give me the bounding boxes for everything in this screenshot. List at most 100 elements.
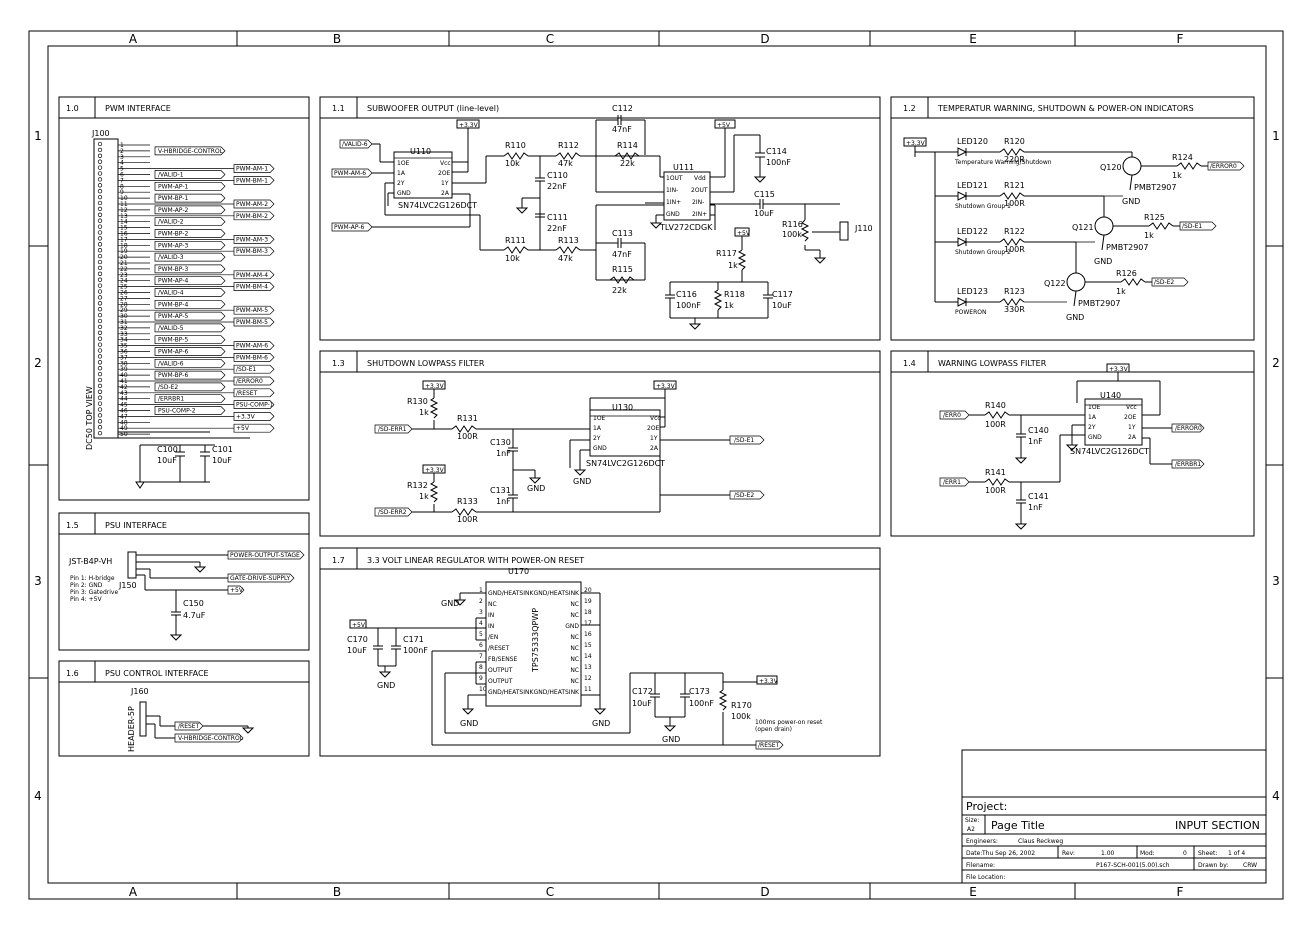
reg-pin-num: 10: [479, 686, 487, 693]
svg-text:2OE: 2OE: [438, 170, 451, 177]
reg-pin-num: 9: [479, 675, 483, 682]
pin-dot: [97, 277, 103, 282]
reg-pin-left: /RESET: [488, 645, 510, 652]
svg-text:Vcc: Vcc: [440, 160, 451, 167]
net-label-left: PWM-AP-6: [158, 349, 189, 356]
u140-part: SN74LVC2G126DCT: [1070, 447, 1149, 456]
net-sd-e1: /SD-E1: [734, 437, 754, 444]
net-sd-err1: /SD-ERR1: [378, 426, 407, 433]
filename: P167-SCH-001(5.00).sch: [1096, 862, 1170, 869]
c171-val: 100nF: [403, 646, 428, 655]
pin-number: 31: [120, 319, 128, 326]
c141-val: 1nF: [1028, 503, 1043, 512]
reg-pin-left: GND/HEATSINK: [488, 590, 534, 597]
pin-number: 7: [120, 177, 124, 184]
pin-number: 3: [120, 154, 124, 161]
zone-col-d: D: [760, 32, 769, 46]
pin-dot: [97, 413, 103, 418]
zone-row-4-right: 4: [1272, 789, 1280, 803]
net-label-left: PWM-BP-3: [158, 266, 188, 273]
r170-ref: R170: [731, 701, 752, 710]
c131-val: 1nF: [496, 497, 511, 506]
section-title: WARNING LOWPASS FILTER: [938, 359, 1047, 368]
net-label-left: PWM-BP-6: [158, 372, 188, 379]
pin-dot: [97, 194, 103, 200]
pin-dot: [97, 177, 103, 182]
pin-dot: [97, 183, 103, 188]
pin-dot: [97, 224, 103, 229]
led-note: POWERON: [955, 309, 986, 316]
svg-text:2OE: 2OE: [647, 425, 660, 432]
section-title: PWM INTERFACE: [105, 104, 171, 113]
reg-pin-num: 12: [584, 675, 592, 682]
reg-pin-num: 15: [584, 642, 592, 649]
svg-text:1Y: 1Y: [650, 435, 658, 442]
resistor-ref: R123: [1004, 287, 1025, 296]
r115-val: 22k: [612, 286, 627, 295]
pin-dot: [97, 301, 103, 306]
net-gate-drive-supply: GATE-DRIVE-SUPPLY: [230, 575, 291, 582]
reg-pin-right: GND/HEATSINK: [534, 590, 580, 597]
pin-number: 32: [120, 325, 128, 332]
u110-ref: U110: [410, 147, 431, 156]
pin-number: 5: [120, 166, 124, 173]
pin-dot: [97, 354, 103, 359]
reg-pin-num: 17: [584, 620, 592, 627]
pin-number: 27: [120, 295, 128, 302]
r114-val: 22k: [620, 159, 635, 168]
pin-number: 46: [120, 408, 128, 415]
reg-pin-left: IN: [488, 623, 494, 630]
u130-part: SN74LVC2G126DCT: [586, 459, 665, 468]
section-name: INPUT SECTION: [1175, 819, 1260, 832]
pin-number: 47: [120, 413, 128, 420]
c111-ref: C111: [547, 213, 568, 222]
resistor-ref: R126: [1116, 269, 1137, 278]
pin-number: 6: [120, 172, 124, 179]
pin-number: 37: [120, 354, 128, 361]
net-label-right: PWM-AM-2: [236, 201, 268, 208]
svg-text:2A: 2A: [650, 445, 659, 452]
pin-dot: [97, 383, 103, 389]
pin-number: 50: [120, 431, 128, 438]
reg-pin-left: FB/SENSE: [488, 656, 517, 663]
svg-text:GND: GND: [662, 735, 680, 744]
pin-number: 13: [120, 213, 128, 220]
r140-ref: R140: [985, 401, 1006, 410]
pin-dot: [97, 153, 103, 158]
svg-text:2IN-: 2IN-: [692, 199, 704, 206]
net-label-left: PWM-BP-2: [158, 231, 188, 238]
reset-note: 100ms power-on reset: [755, 719, 823, 726]
pin-dot: [97, 348, 103, 353]
connector-pins: 1234567891011121314151617181920212223242…: [97, 141, 150, 438]
cap-c100-ref: C100: [157, 445, 178, 454]
svg-text:+3.3V: +3.3V: [425, 383, 445, 390]
svg-text:Mod:: Mod:: [1140, 850, 1155, 857]
net-pwm-am-6: PWM-AM-6: [334, 170, 366, 177]
pin-number: 19: [120, 248, 128, 255]
pin-dot: [97, 212, 103, 217]
pin-number: 12: [120, 207, 128, 214]
pin-number: 28: [120, 301, 128, 308]
svg-text:Pin 2: GND: Pin 2: GND: [70, 582, 103, 589]
net-sd-e2: /SD-E2: [734, 492, 754, 499]
net-label-left: /VALID-5: [158, 325, 184, 332]
pin-number: 33: [120, 331, 128, 338]
pin-number: 24: [120, 278, 128, 285]
r110-ref: R110: [505, 141, 526, 150]
svg-text:+5V: +5V: [737, 230, 751, 237]
zone-row-3-right: 3: [1272, 574, 1280, 588]
r113-ref: R113: [558, 236, 579, 245]
sheet-size: A2: [967, 826, 975, 833]
u140-ref: U140: [1100, 391, 1121, 400]
power-flag: +3.3V: [906, 140, 926, 147]
c116-val: 100nF: [676, 301, 701, 310]
net-label-right: PWM-BM-3: [236, 248, 268, 255]
pin-dot: [97, 171, 103, 176]
r132-ref: R132: [407, 481, 428, 490]
c113-val: 47nF: [612, 250, 632, 259]
zone-row-4: 4: [34, 789, 42, 803]
c172-ref: C172: [632, 687, 653, 696]
section-num: 1.6: [66, 669, 79, 678]
pin-number: 43: [120, 390, 128, 397]
svg-text:GND: GND: [592, 719, 610, 728]
